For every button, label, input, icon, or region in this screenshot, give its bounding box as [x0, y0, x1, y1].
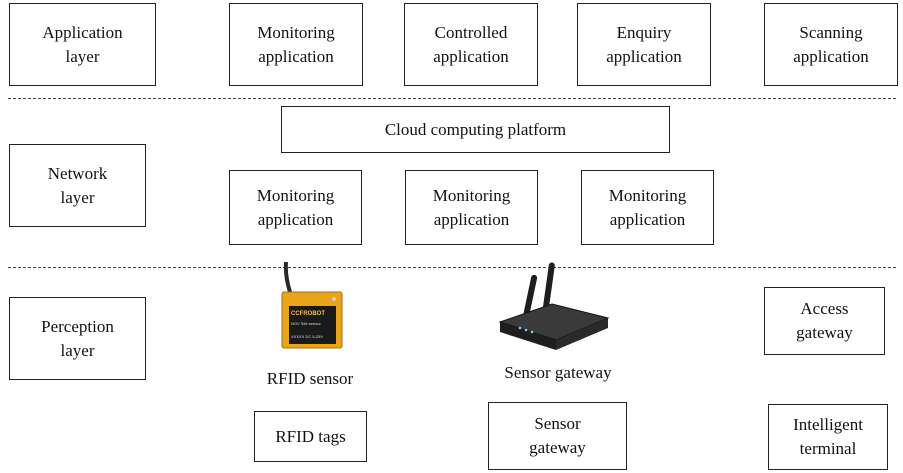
cloud-computing-platform-box: Cloud computing platform — [281, 106, 670, 153]
network-monitoring-application-box: Monitoring application — [581, 170, 714, 245]
rfid-device-brand: CCFROBOT — [291, 311, 325, 317]
scanning-application-text: Scanning application — [793, 22, 869, 66]
scanning-application-box: Scanning application — [764, 3, 898, 86]
sensor-gateway-box-text: Sensor gateway — [529, 414, 586, 457]
cloud-computing-platform-text: Cloud computing platform — [384, 119, 567, 139]
intelligent-terminal-box: Intelligent terminal — [768, 404, 888, 470]
network-layer-label: Network layer — [9, 144, 146, 227]
controlled-application-text: Controlled application — [433, 22, 509, 66]
rfid-device-spec: XXXXX DC 5-25V — [291, 334, 323, 339]
application-layer-label: Application layer — [9, 3, 156, 86]
network-monitoring-application-text: Monitoring application — [608, 185, 687, 229]
rfid-sensor-led — [332, 297, 336, 301]
intelligent-terminal-text: Intelligent terminal — [793, 415, 863, 458]
rfid-tags-box: RFID tags — [254, 411, 367, 462]
enquiry-application-text: Enquiry application — [606, 22, 682, 66]
network-monitoring-application-box: Monitoring application — [229, 170, 362, 245]
perception-layer-label: Perception layer — [9, 297, 146, 380]
access-gateway-text: Access gateway — [796, 299, 853, 342]
rfid-sensor-image: CCFROBOT NOV Site sensor XXXXX DC 5-25V — [281, 262, 343, 349]
gateway-front — [500, 322, 556, 350]
sensor-gateway-box: Sensor gateway — [488, 402, 627, 470]
perception-layer-text: Perception layer — [41, 316, 114, 360]
gateway-side — [556, 318, 608, 350]
application-layer-text: Application layer — [42, 22, 123, 66]
gateway-led — [518, 326, 522, 330]
gateway-led — [524, 328, 528, 332]
rfid-sensor-caption: RFID sensor — [266, 369, 354, 388]
network-monitoring-application-text: Monitoring application — [432, 185, 511, 229]
network-layer-text: Network layer — [47, 163, 108, 207]
controlled-application-box: Controlled application — [404, 3, 538, 86]
layer-divider-bottom — [8, 267, 896, 268]
layer-divider-top — [8, 98, 896, 99]
sensor-gateway-image — [498, 262, 610, 350]
access-gateway-box: Access gateway — [764, 287, 885, 355]
enquiry-application-box: Enquiry application — [577, 3, 711, 86]
rfid-device-model: NOV Site sensor — [291, 321, 321, 326]
gateway-antenna-left — [523, 274, 538, 317]
sensor-gateway-caption: Sensor gateway — [504, 363, 612, 382]
rfid-sensor-cable — [283, 262, 292, 293]
gateway-antenna-right — [542, 262, 555, 315]
monitoring-application-box: Monitoring application — [229, 3, 363, 86]
gateway-led — [530, 330, 534, 334]
network-monitoring-application-box: Monitoring application — [405, 170, 538, 245]
rfid-sensor-label — [289, 306, 336, 344]
network-monitoring-application-text: Monitoring application — [256, 185, 335, 229]
monitoring-application-text: Monitoring application — [257, 22, 335, 66]
rfid-tags-text: RFID tags — [275, 426, 346, 446]
